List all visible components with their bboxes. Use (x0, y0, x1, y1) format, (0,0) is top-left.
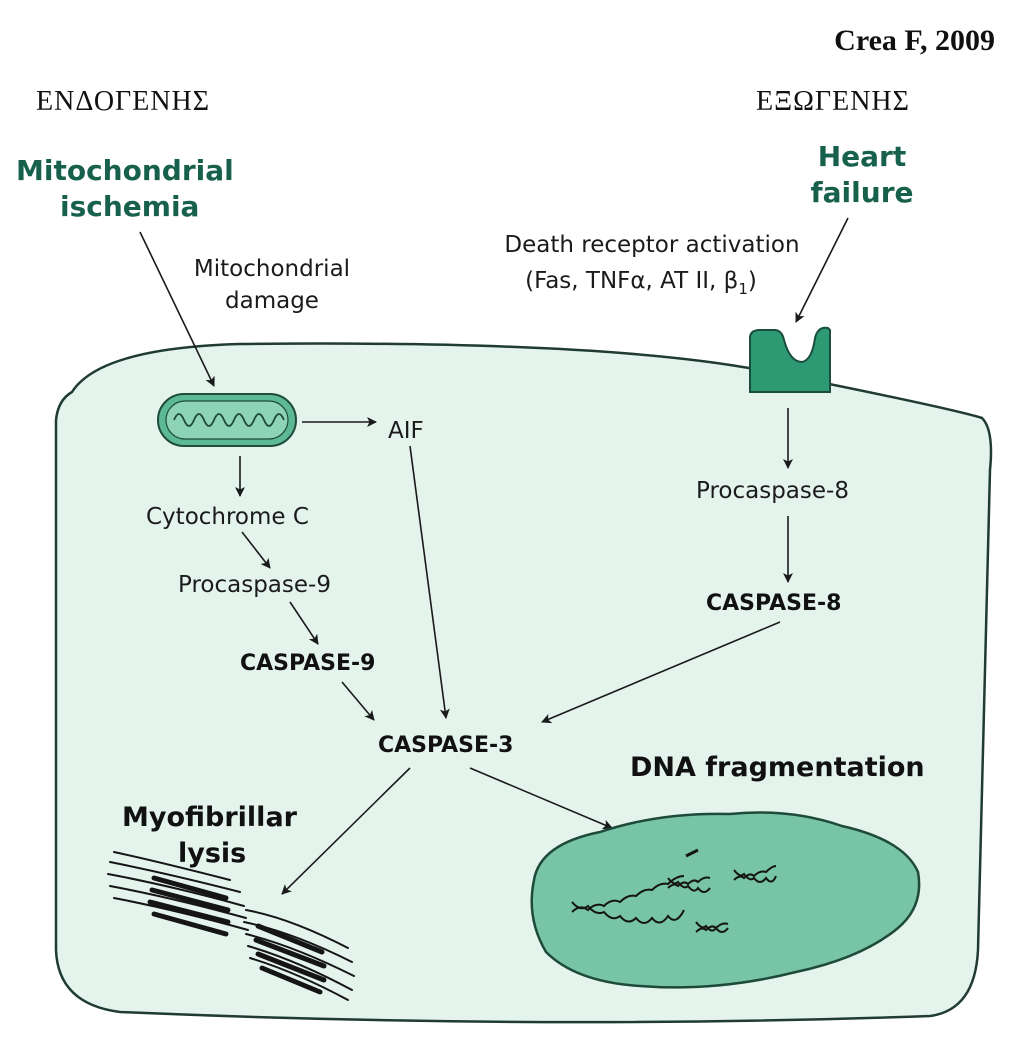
arrow-procaspase9-to-caspase9 (289, 601, 319, 645)
exogenous-title: ΕΞΩΓΕΝΗΣ (756, 86, 910, 117)
arrow-caspase3-to-nucleus (469, 767, 613, 830)
mitochondrial-damage-line1: Mitochondrial (194, 256, 350, 282)
heart-failure-line1: Heart (818, 140, 907, 173)
mitochondrial-ischemia-line1: Mitochondrial (16, 154, 234, 187)
aif-label: AIF (388, 418, 424, 444)
endogenous-title: ΕΝΔΟΓΕΝΗΣ (36, 86, 210, 117)
death-receptor-activation-line1: Death receptor activation (504, 232, 799, 258)
nucleus (530, 811, 921, 989)
caspase-9-label: CASPASE-9 (240, 651, 375, 676)
arrow-caspase9-to-caspase3 (341, 681, 375, 721)
arrow-caspase8-to-caspase3 (541, 621, 781, 724)
arrow-cytochrome-to-procaspase9 (241, 531, 271, 569)
citation: Crea F, 2009 (834, 24, 995, 57)
procaspase-8-label: Procaspase-8 (696, 478, 849, 504)
arrow-aif-to-caspase3 (409, 445, 450, 719)
arrow-caspase3-to-myofibrils (281, 767, 411, 895)
caspase-3-label: CASPASE-3 (378, 733, 513, 758)
pathway-arrows (139, 217, 849, 895)
procaspase-9-label: Procaspase-9 (178, 572, 331, 598)
mitochondrial-damage-line2: damage (225, 288, 319, 314)
death-receptor-activation-line2: (Fas, TNFα, AT II, β1) (525, 268, 757, 298)
myofibrils (107, 851, 355, 1001)
caspase-8-label: CASPASE-8 (706, 591, 841, 616)
dna-fragmentation-label: DNA fragmentation (630, 752, 925, 783)
arrow-heartfailure-to-receptor (795, 217, 849, 323)
mitochondrial-ischemia-line2: ischemia (60, 190, 199, 223)
myofibrillar-lysis-line1: Myofibrillar (122, 802, 298, 833)
arrow-ischemia-to-mito (139, 231, 215, 387)
dna-fragments (571, 848, 777, 933)
cytochrome-c-label: Cytochrome C (146, 504, 309, 530)
death-receptor (749, 326, 831, 393)
heart-failure-line2: failure (810, 176, 913, 209)
myofibrillar-lysis-line2: lysis (178, 838, 246, 869)
mitochondrion (157, 393, 297, 447)
